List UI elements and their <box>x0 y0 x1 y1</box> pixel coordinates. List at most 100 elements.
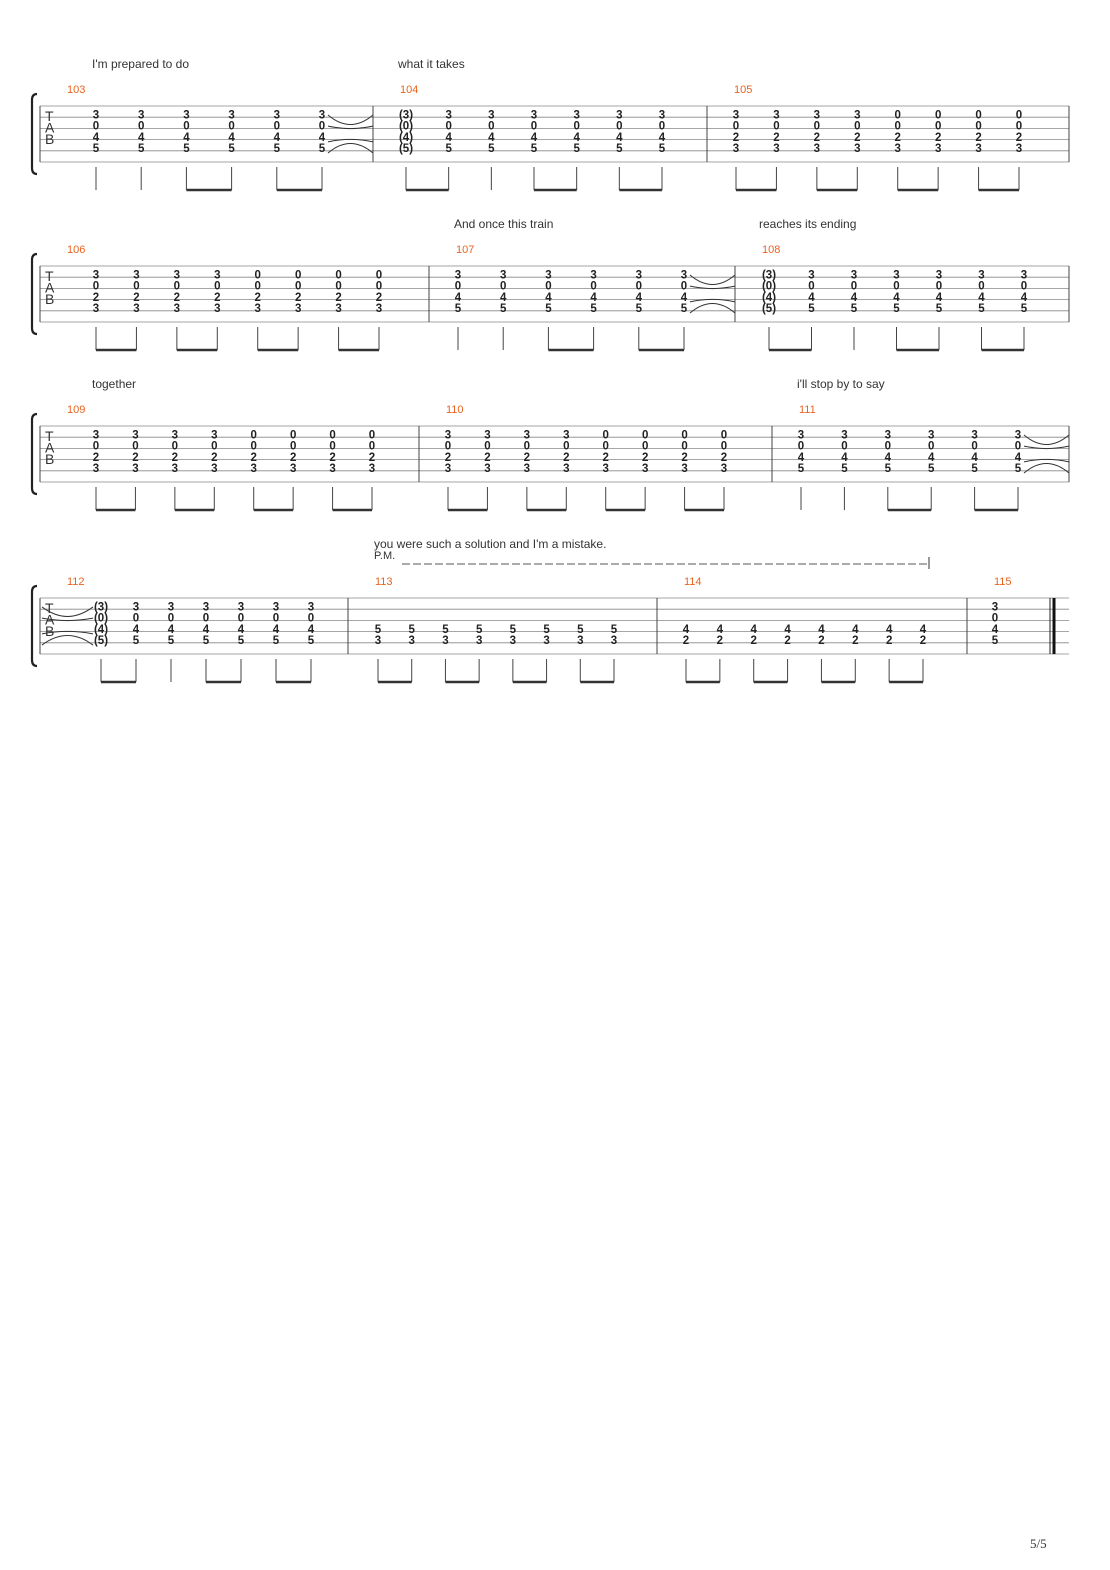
fret-number: 3 <box>369 463 375 475</box>
fret-number: 0 <box>975 110 981 122</box>
fret-number: 4 <box>273 624 280 636</box>
fret-number: 0 <box>273 613 279 625</box>
lyric-line: you were such a solution and I'm a mista… <box>374 537 606 551</box>
fret-number: 5 <box>409 624 416 636</box>
fret-number: 4 <box>852 624 859 636</box>
fret-number: 5 <box>531 143 538 155</box>
lyric-line: together <box>92 377 136 391</box>
fret-number: 2 <box>251 452 257 464</box>
fret-number: 0 <box>893 281 899 293</box>
fret-number: (4) <box>399 132 413 144</box>
fret-number: 0 <box>1015 441 1021 453</box>
tab-clef-letter: A <box>45 120 55 136</box>
fret-number: 0 <box>376 270 382 282</box>
fret-number: 0 <box>133 281 139 293</box>
fret-number: 3 <box>442 635 448 647</box>
tab-clef-letter: B <box>45 623 54 639</box>
fret-number: 3 <box>476 635 482 647</box>
fret-number: 4 <box>798 452 805 464</box>
fret-number: 3 <box>335 303 341 315</box>
fret-number: 2 <box>681 452 687 464</box>
fret-number: 4 <box>616 132 623 144</box>
tie-mark <box>689 303 736 314</box>
tie-mark <box>689 298 736 303</box>
fret-number: 3 <box>132 463 138 475</box>
fret-number: 3 <box>1015 430 1021 442</box>
tab-clef-letter: T <box>45 428 54 444</box>
fret-number: 0 <box>203 613 209 625</box>
fret-number: 3 <box>733 143 739 155</box>
fret-number: 4 <box>751 624 758 636</box>
fret-number: 4 <box>319 132 326 144</box>
fret-number: 3 <box>895 143 901 155</box>
fret-number: 5 <box>841 463 848 475</box>
fret-number: 0 <box>484 441 490 453</box>
fret-number: (3) <box>94 602 108 614</box>
fret-number: 2 <box>174 292 180 304</box>
fret-number: 0 <box>992 613 998 625</box>
fret-number: 3 <box>773 110 779 122</box>
fret-number: 0 <box>798 441 804 453</box>
fret-number: 5 <box>93 143 100 155</box>
fret-number: 5 <box>308 635 315 647</box>
fret-number: 0 <box>616 121 622 133</box>
fret-number: 0 <box>251 441 257 453</box>
fret-number: 2 <box>369 452 375 464</box>
fret-number: (3) <box>762 270 776 282</box>
fret-number: 0 <box>1021 281 1027 293</box>
fret-number: 0 <box>851 281 857 293</box>
fret-number: 0 <box>228 121 234 133</box>
fret-number: (0) <box>399 121 413 133</box>
fret-number: 5 <box>168 635 175 647</box>
fret-number: 3 <box>773 143 779 155</box>
fret-number: 3 <box>484 463 490 475</box>
measure-number: 114 <box>684 576 702 588</box>
fret-number: 2 <box>773 132 779 144</box>
fret-number: 4 <box>573 132 580 144</box>
fret-number: 5 <box>476 624 483 636</box>
fret-number: 0 <box>329 430 335 442</box>
measure-number: 112 <box>67 576 85 588</box>
fret-number: 4 <box>841 452 848 464</box>
fret-number: 5 <box>659 143 666 155</box>
fret-number: 4 <box>808 292 815 304</box>
fret-number: 5 <box>238 635 245 647</box>
fret-number: (4) <box>762 292 776 304</box>
fret-number: 0 <box>841 441 847 453</box>
fret-number: 4 <box>928 452 935 464</box>
fret-number: 4 <box>455 292 462 304</box>
fret-number: 3 <box>203 602 209 614</box>
fret-number: 3 <box>138 110 144 122</box>
fret-number: 3 <box>681 463 687 475</box>
measure-number: 110 <box>446 404 464 416</box>
fret-number: 4 <box>238 624 245 636</box>
fret-number: 3 <box>133 602 139 614</box>
fret-number: 2 <box>721 452 727 464</box>
fret-number: 2 <box>733 132 739 144</box>
system-bracket <box>30 92 38 176</box>
fret-number: 4 <box>545 292 552 304</box>
measure-number: 105 <box>734 84 752 96</box>
fret-number: 3 <box>308 602 314 614</box>
fret-number: 4 <box>683 624 690 636</box>
palm-mute-label: P.M. <box>374 550 395 562</box>
fret-number: 3 <box>375 635 381 647</box>
measure-number: 106 <box>67 244 85 256</box>
fret-number: 4 <box>183 132 190 144</box>
fret-number: 0 <box>808 281 814 293</box>
fret-number: 5 <box>616 143 623 155</box>
fret-number: 3 <box>854 110 860 122</box>
fret-number: 2 <box>784 635 790 647</box>
tie-mark <box>1023 434 1070 445</box>
fret-number: 5 <box>510 624 517 636</box>
fret-number: 3 <box>500 270 506 282</box>
fret-number: 2 <box>642 452 648 464</box>
fret-number: 5 <box>636 303 643 315</box>
